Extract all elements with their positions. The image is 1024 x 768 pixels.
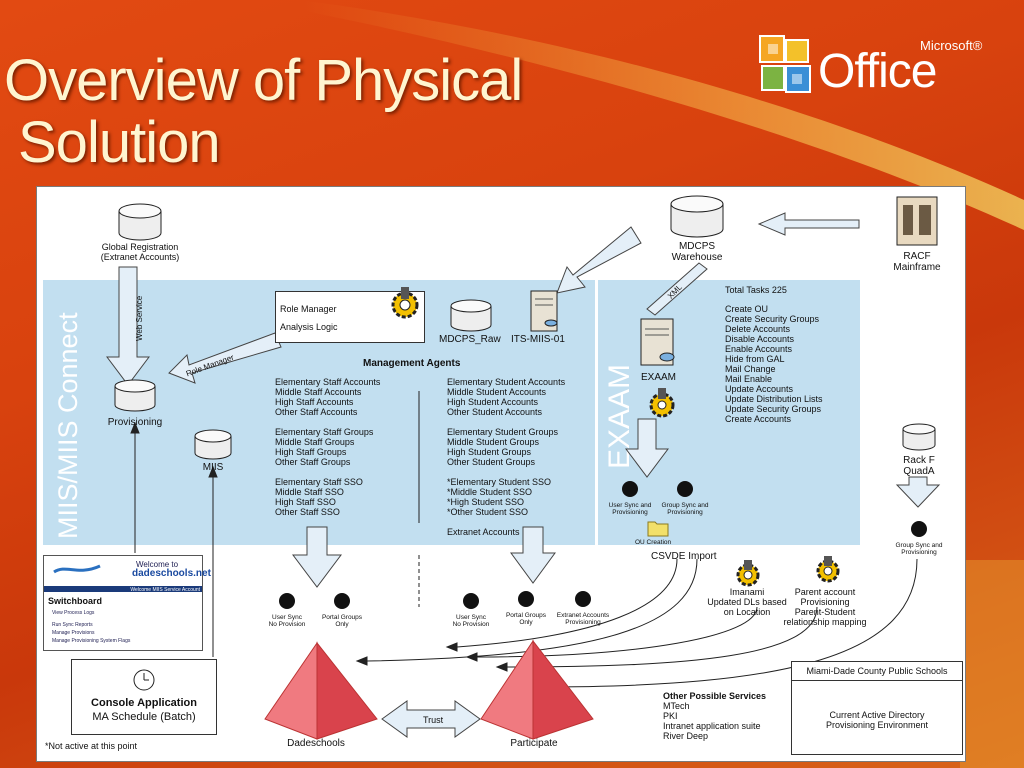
welcome-label: Welcome to xyxy=(136,560,179,569)
office-logo: Office Microsoft® xyxy=(758,32,988,102)
role-manager-gear-icon xyxy=(391,287,419,319)
provisioning-label: Provisioning xyxy=(107,417,163,428)
miis-label: MIIS xyxy=(202,462,224,473)
racf-mainframe-icon xyxy=(896,196,938,246)
global-registration-database-icon xyxy=(118,203,162,241)
switchboard-bar: Welcome MIIS Service Account xyxy=(44,586,202,593)
participate-label: Participate xyxy=(510,738,558,749)
web-service-label: Web Service xyxy=(135,295,144,341)
ou-creation-folder-icon xyxy=(647,521,669,537)
imanami-gear-icon xyxy=(736,560,760,587)
clock-icon xyxy=(133,669,155,691)
csvde-import-label: CSVDE Import xyxy=(651,551,717,562)
rack-group-person-icon xyxy=(911,521,927,537)
dadeschools-wave-icon xyxy=(53,564,101,574)
trust-label: Trust xyxy=(423,715,444,725)
title-line-2: Solution xyxy=(18,110,221,175)
exaam-server-label: EXAAM xyxy=(641,372,677,383)
console-title: Console Application xyxy=(91,697,197,709)
diagram-panel: MIIS/MIIS Connect EXAAM xyxy=(36,186,966,762)
slide-title: Overview of Physical Solution xyxy=(4,48,523,175)
provisioning-database-icon xyxy=(114,379,156,412)
title-line-1: Overview of Physical xyxy=(4,48,523,113)
console-application-box: Console Application MA Schedule (Batch) xyxy=(71,659,217,735)
exaam-gear-icon xyxy=(649,388,675,418)
staff-portal-person-icon xyxy=(334,593,350,609)
global-registration-label: Global Registration(Extranet Accounts) xyxy=(100,242,180,262)
its-miis-server-icon xyxy=(530,290,558,332)
switchboard-link-reports[interactable]: Run Sync Reports xyxy=(52,622,93,628)
office-logo-icon xyxy=(759,35,811,93)
mdcps-warehouse-database-icon xyxy=(670,195,724,238)
its-miis-label: ITS-MIIS-01 xyxy=(511,334,565,345)
ou-creation-label: OU Creation xyxy=(635,539,672,546)
mdcps-raw-label: MDCPS_Raw xyxy=(439,334,501,345)
connector-layer xyxy=(106,212,941,740)
student-portal-person-icon xyxy=(518,591,534,607)
management-agents-heading: Management Agents xyxy=(363,358,461,369)
office-wordmark: Office xyxy=(818,45,937,98)
extranet-person-icon xyxy=(575,591,591,607)
switchboard-link-logs[interactable]: View Process Logs xyxy=(52,610,95,616)
site-label: dadeschools.net xyxy=(132,568,211,579)
miis-database-icon xyxy=(194,429,232,460)
group-person-icon xyxy=(677,481,693,497)
staff-user-person-icon xyxy=(279,593,295,609)
parent-gear-icon xyxy=(816,556,840,583)
microsoft-brand: Microsoft® xyxy=(920,38,983,53)
switchboard-link-provisions[interactable]: Manage Provisions xyxy=(52,630,95,636)
mdcps-box-header: Miami-Dade County Public Schools xyxy=(792,662,962,681)
dadeschools-label: Dadeschools xyxy=(287,738,345,749)
switchboard-screenshot: Welcome to dadeschools.net Welcome MIIS … xyxy=(43,555,211,651)
exaam-server-icon xyxy=(640,318,675,366)
user-person-icon xyxy=(622,481,638,497)
switchboard-title: Switchboard xyxy=(48,596,103,606)
console-subtitle: MA Schedule (Batch) xyxy=(92,711,196,723)
student-user-person-icon xyxy=(463,593,479,609)
mdcps-raw-database-icon xyxy=(450,299,492,332)
not-active-note: *Not active at this point xyxy=(45,741,138,751)
rack-database-icon xyxy=(902,423,936,451)
mdcps-environment-box: Miami-Dade County Public Schools Current… xyxy=(791,661,963,755)
switchboard-link-flags[interactable]: Manage Provisioning System Flags xyxy=(52,638,131,644)
